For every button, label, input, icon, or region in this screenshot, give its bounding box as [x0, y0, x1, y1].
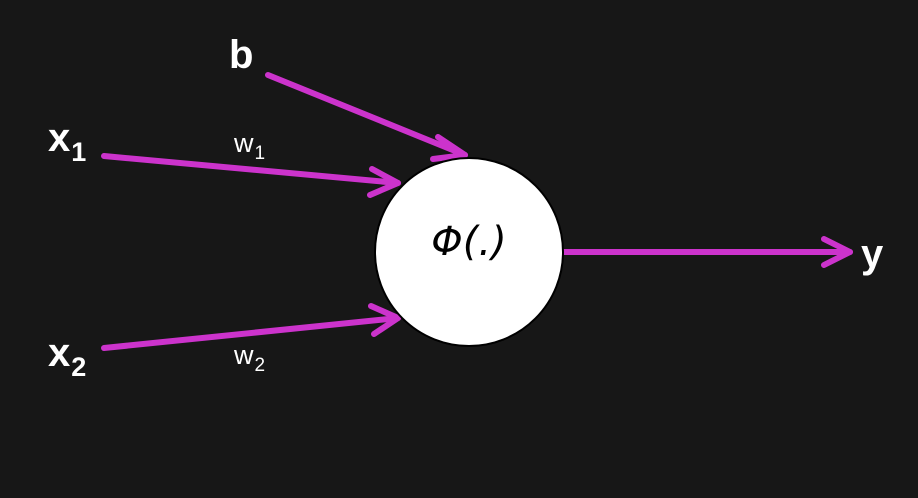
input-x1-base: x [48, 116, 71, 160]
edge-output-arrowhead [821, 236, 853, 268]
edge-x2-arrowhead [368, 303, 401, 337]
edges [101, 72, 853, 351]
input-x2-subscript: 2 [71, 352, 87, 382]
edge-bias-arrowhead [430, 134, 468, 162]
edge-bias [265, 72, 468, 158]
weight-w2-label: w2 [234, 340, 265, 376]
edge-x1-arrowhead [367, 166, 401, 198]
input-x1-label: x1 [48, 116, 86, 166]
input-x1-subscript: 1 [71, 137, 87, 167]
input-x2-label: x2 [48, 331, 86, 381]
bias-label: b [229, 35, 253, 75]
output-y-label: y [861, 234, 883, 274]
weight-w1-label: w1 [234, 128, 265, 164]
bias-text: b [229, 33, 254, 77]
edge-x2 [101, 315, 401, 351]
edge-x1 [101, 153, 401, 186]
weight-w2-subscript: 2 [254, 355, 266, 376]
activation-function-label: Φ(.) [431, 219, 507, 265]
weight-w1-base: w [234, 128, 254, 158]
output-y-text: y [861, 232, 884, 276]
input-x2-base: x [48, 331, 71, 375]
activation-node [374, 157, 564, 347]
weight-w2-base: w [234, 340, 254, 370]
weight-w1-subscript: 1 [254, 143, 266, 164]
